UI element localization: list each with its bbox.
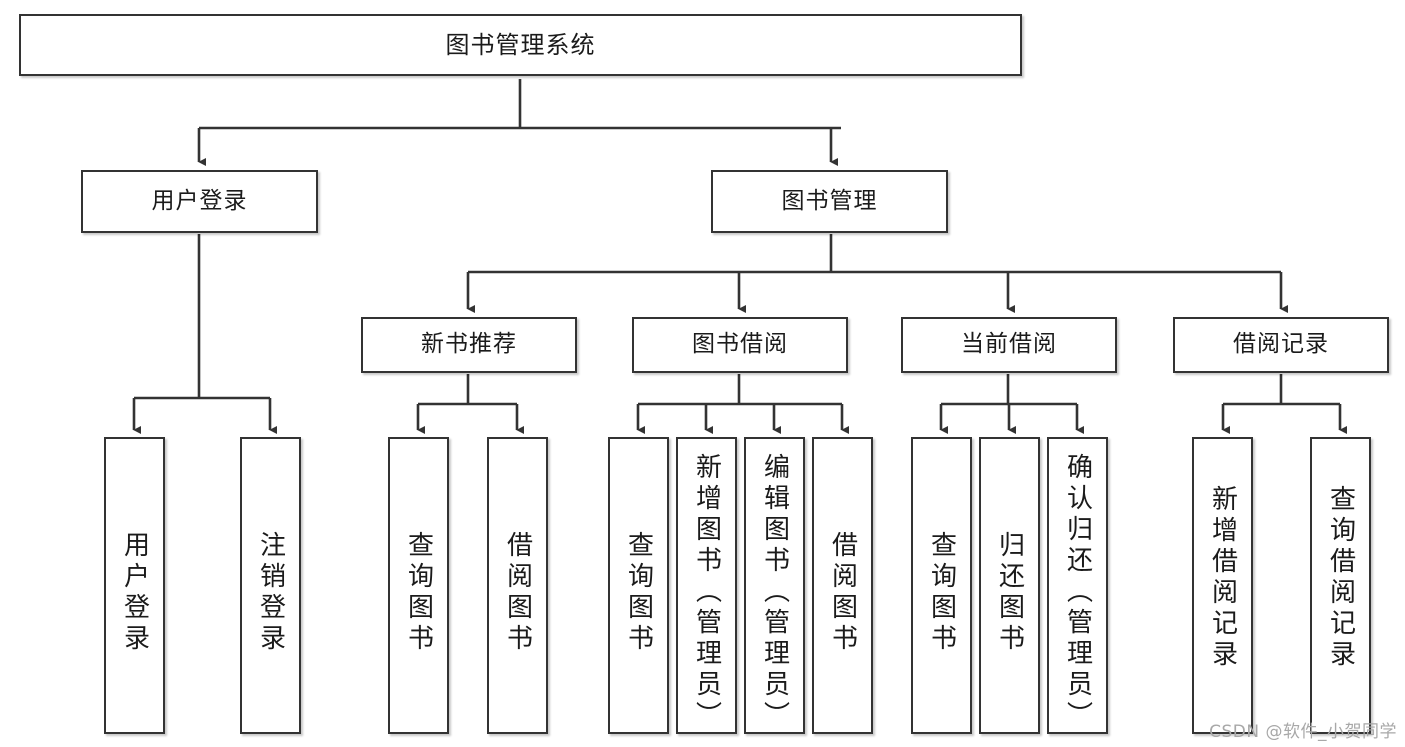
leaf-add-book-admin[interactable]: 新增图书（管理员） (676, 437, 737, 734)
node-current-borrow[interactable]: 当前借阅 (901, 317, 1117, 373)
leaf-query-book-recommend[interactable]: 查询图书 (388, 437, 449, 734)
leaf-return-book[interactable]: 归还图书 (979, 437, 1040, 734)
node-label: 编辑图书（管理员） (759, 453, 790, 732)
leaf-add-borrow-record[interactable]: 新增借阅记录 (1192, 437, 1253, 734)
node-label: 新增借阅记录 (1207, 485, 1238, 671)
node-label: 当前借阅 (961, 331, 1057, 358)
node-label: 新书推荐 (421, 331, 517, 358)
leaf-borrow-book-recommend[interactable]: 借阅图书 (487, 437, 548, 734)
leaf-user-logout[interactable]: 注销登录 (240, 437, 301, 734)
node-label: 确认归还（管理员） (1062, 453, 1093, 732)
node-label: 查询借阅记录 (1325, 485, 1356, 671)
leaf-confirm-return-admin[interactable]: 确认归还（管理员） (1047, 437, 1108, 734)
node-book-management[interactable]: 图书管理 (711, 170, 948, 233)
node-label: 借阅图书 (502, 531, 533, 655)
node-label: 图书借阅 (692, 331, 788, 358)
node-label: 归还图书 (994, 531, 1025, 655)
node-label: 借阅图书 (827, 531, 858, 655)
node-label: 查询图书 (403, 531, 434, 655)
leaf-query-book-borrow[interactable]: 查询图书 (608, 437, 669, 734)
leaf-borrow-book[interactable]: 借阅图书 (812, 437, 873, 734)
leaf-query-book-current[interactable]: 查询图书 (911, 437, 972, 734)
node-label: 新增图书（管理员） (691, 453, 722, 732)
node-label: 借阅记录 (1233, 331, 1329, 358)
node-label: 图书管理 (781, 187, 878, 214)
node-root-book-management-system[interactable]: 图书管理系统 (19, 14, 1022, 76)
node-borrow-record[interactable]: 借阅记录 (1173, 317, 1389, 373)
leaf-user-login[interactable]: 用户登录 (104, 437, 165, 734)
node-label: 用户登录 (119, 531, 150, 655)
leaf-edit-book-admin[interactable]: 编辑图书（管理员） (744, 437, 805, 734)
node-label: 图书管理系统 (445, 30, 596, 59)
node-new-book-recommendation[interactable]: 新书推荐 (361, 317, 577, 373)
node-label: 查询图书 (623, 531, 654, 655)
node-label: 用户登录 (151, 187, 248, 214)
leaf-query-borrow-record[interactable]: 查询借阅记录 (1310, 437, 1371, 734)
csdn-watermark: CSDN @软件_小贺同学 (1209, 722, 1397, 742)
node-label: 注销登录 (255, 531, 286, 655)
node-book-borrow[interactable]: 图书借阅 (632, 317, 848, 373)
node-label: 查询图书 (926, 531, 957, 655)
node-user-login[interactable]: 用户登录 (81, 170, 318, 233)
